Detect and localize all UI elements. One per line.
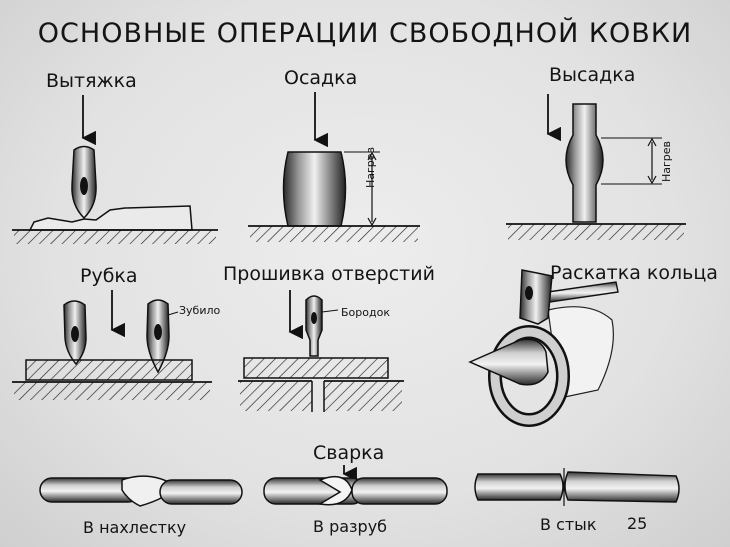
cutting-workpiece — [25, 359, 193, 381]
cutting-anvil — [14, 382, 210, 400]
ring-rolling-handle — [547, 281, 619, 303]
caption-butt-weld: В стык — [540, 515, 597, 534]
label-ring-rolling: Раскатка кольца — [550, 262, 718, 284]
label-chisel: Зубило — [179, 304, 221, 317]
upsetting-workpiece — [282, 151, 347, 227]
label-cutting: Рубка — [80, 265, 138, 287]
upsetting-anvil — [250, 226, 418, 242]
upsetting-figure — [248, 92, 420, 242]
ring-rolling-hammer — [519, 269, 553, 325]
heading-anvil — [508, 224, 684, 240]
label-welding: Сварка — [313, 442, 385, 464]
ring-rolling-figure — [468, 269, 619, 427]
page-number: 25 — [627, 514, 648, 533]
label-upsetting: Осадка — [284, 67, 358, 89]
weld-cleft — [263, 475, 448, 506]
drawing-figure — [12, 95, 218, 244]
drawing-workpiece — [28, 205, 193, 231]
label-heading: Высадка — [549, 64, 636, 86]
drawing-anvil — [14, 230, 216, 244]
weld-butt — [474, 468, 680, 506]
piercing-anvil-right — [324, 381, 402, 411]
label-punch: Бородок — [341, 306, 390, 319]
caption-lap-weld: В нахлестку — [83, 518, 187, 537]
weld-lap — [39, 475, 243, 507]
piercing-figure — [238, 290, 404, 412]
slide-title: ОСНОВНЫЕ ОПЕРАЦИИ СВОБОДНОЙ КОВКИ — [37, 18, 693, 49]
cutting-figure — [12, 290, 212, 400]
heading-workpiece — [565, 103, 604, 223]
caption-cleft-weld: В разруб — [313, 517, 388, 536]
label-drawing: Вытяжка — [46, 70, 137, 92]
heading-figure — [506, 94, 686, 240]
welding-figure — [39, 465, 680, 507]
drawing-hammer-hole — [80, 177, 88, 195]
ring-rolling-mandrel — [468, 338, 549, 386]
piercing-workpiece — [243, 357, 389, 379]
punch-tool — [305, 295, 323, 357]
label-piercing: Прошивка отверстий — [223, 263, 435, 285]
piercing-anvil-left — [240, 381, 312, 411]
